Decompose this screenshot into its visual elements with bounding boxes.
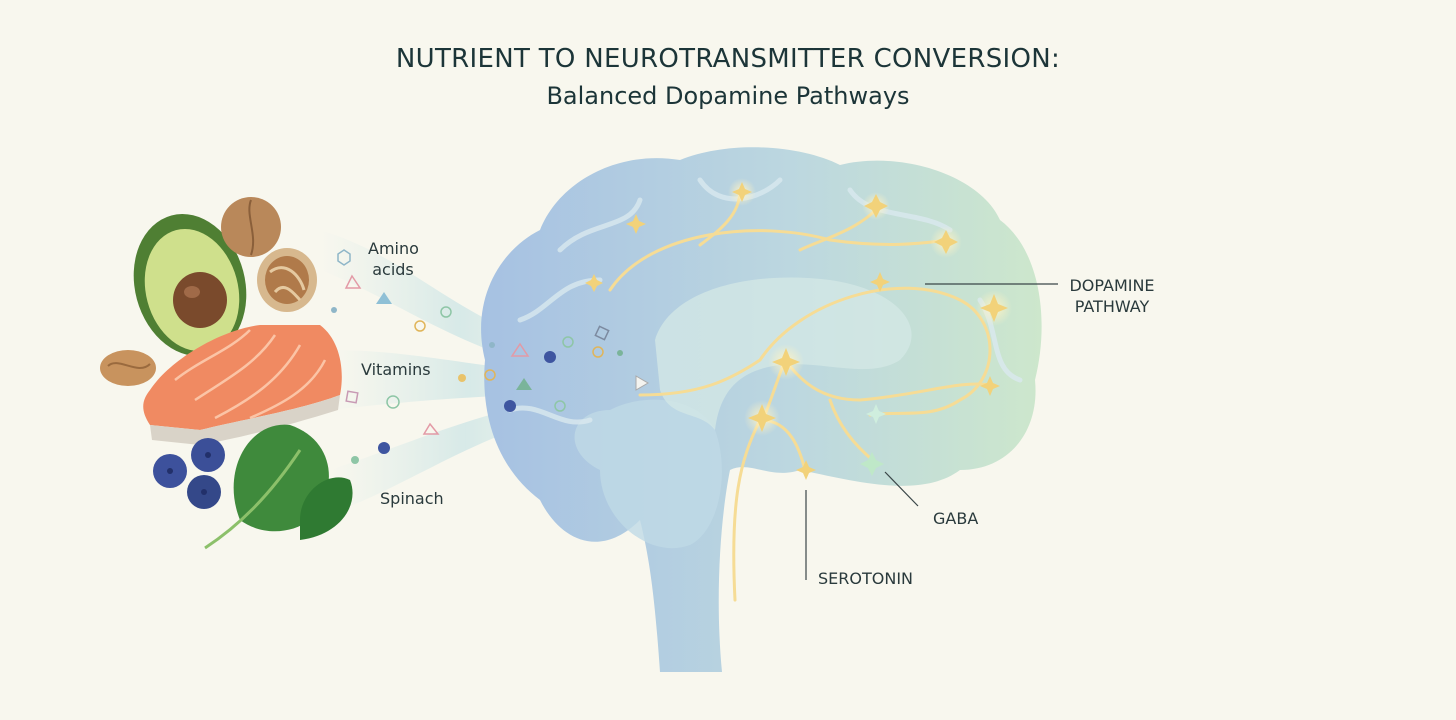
sparkle-icon [626, 214, 646, 234]
label-amino-line2: acids [372, 260, 414, 279]
salmon-icon [143, 325, 342, 445]
sparkle-icon [768, 344, 804, 380]
label-spinach: Spinach [380, 489, 444, 508]
callout-lines [805, 283, 1058, 580]
sparkle-icon [930, 226, 962, 258]
sparkle-icon [860, 452, 884, 476]
brain-icon [481, 147, 1058, 672]
sparkle-icon [866, 404, 886, 424]
page-subtitle: Balanced Dopamine Pathways [546, 82, 910, 110]
sparkle-icon [862, 192, 890, 220]
sparkle-icon [976, 290, 1012, 326]
label-amino-line1: Amino [368, 239, 419, 258]
label-gaba: GABA [933, 509, 979, 528]
page-title: NUTRIENT TO NEUROTRANSMITTER CONVERSION: [395, 44, 1061, 74]
label-vitamins: Vitamins [361, 360, 431, 379]
nutrient-particles [331, 249, 649, 464]
label-serotonin: SEROTONIN [818, 569, 913, 588]
sparkle-icon [870, 272, 890, 292]
sparkle-icon [980, 376, 1000, 396]
sparkle-icon [585, 274, 603, 292]
sparkle-icon [728, 178, 756, 206]
label-dopamine-line2: PATHWAY [1074, 297, 1150, 316]
avocado-icon [133, 214, 247, 356]
spinach-icon [204, 424, 353, 550]
blueberry-icon [153, 438, 225, 509]
sparkle-icon [796, 460, 816, 480]
sparkle-icon [744, 400, 780, 436]
label-dopamine-line1: DOPAMINE [1069, 276, 1155, 295]
walnut-icon [100, 197, 317, 386]
label-amino-acids: Amino acids [368, 238, 419, 280]
cerebellum [574, 399, 722, 549]
sparkle-icons [585, 178, 1012, 480]
label-dopamine-pathway: DOPAMINE PATHWAY [1062, 275, 1162, 317]
